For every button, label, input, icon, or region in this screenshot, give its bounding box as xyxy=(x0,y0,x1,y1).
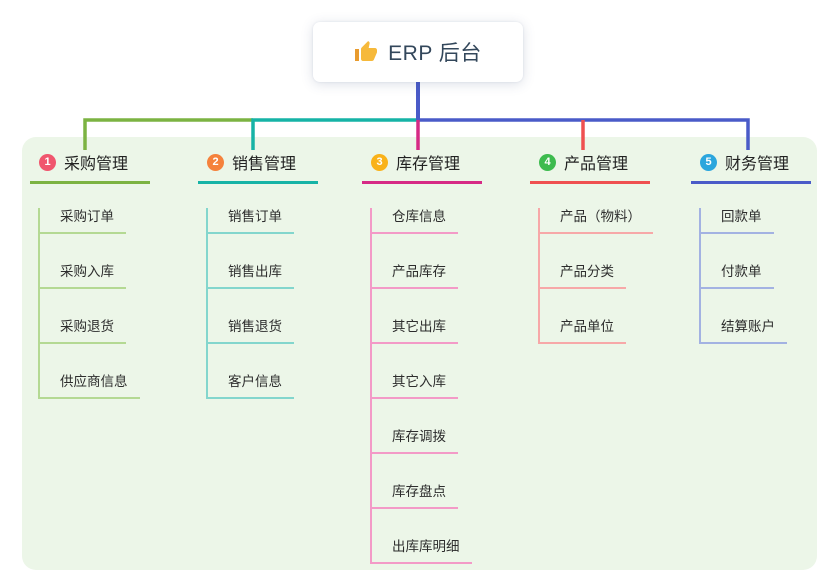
branch-number-badge: 1 xyxy=(39,153,56,171)
node-supplier-info[interactable]: 供应商信息 xyxy=(38,373,140,399)
branch-children: 销售订单 销售出库 销售退货 客户信息 xyxy=(206,208,318,399)
branch-header-product[interactable]: 4 产品管理 xyxy=(530,150,650,184)
branch-header-purchase[interactable]: 1 采购管理 xyxy=(30,150,150,184)
node-stock-detail[interactable]: 出库库明细 xyxy=(370,538,472,564)
branch-header-sales[interactable]: 2 销售管理 xyxy=(198,150,318,184)
branch-label: 库存管理 xyxy=(396,156,461,173)
node-other-outbound[interactable]: 其它出库 xyxy=(370,318,458,344)
node-receipt-voucher[interactable]: 回款单 xyxy=(699,208,774,234)
node-settlement-account[interactable]: 结算账户 xyxy=(699,318,787,344)
mindmap-canvas xyxy=(22,137,817,570)
node-purchase-order[interactable]: 采购订单 xyxy=(38,208,126,234)
node-sales-outbound[interactable]: 销售出库 xyxy=(206,263,294,289)
branch-label: 销售管理 xyxy=(232,156,297,173)
branch-sales: 2 销售管理 销售订单 销售出库 销售退货 客户信息 xyxy=(198,150,318,399)
branch-label: 财务管理 xyxy=(725,156,790,173)
root-title: ERP 后台 xyxy=(388,42,482,65)
node-sales-order[interactable]: 销售订单 xyxy=(206,208,294,234)
thumbs-up-icon xyxy=(355,41,378,61)
node-product-category[interactable]: 产品分类 xyxy=(538,263,626,289)
node-warehouse-info[interactable]: 仓库信息 xyxy=(370,208,458,234)
branch-header-inventory[interactable]: 3 库存管理 xyxy=(362,150,482,184)
node-product-unit[interactable]: 产品单位 xyxy=(538,318,626,344)
node-product-material[interactable]: 产品（物料） xyxy=(538,208,653,234)
branch-children: 采购订单 采购入库 采购退货 供应商信息 xyxy=(38,208,150,399)
branch-number-badge: 4 xyxy=(539,153,556,171)
root-node[interactable]: ERP 后台 xyxy=(313,22,523,82)
branch-label: 产品管理 xyxy=(564,156,629,173)
node-product-stock[interactable]: 产品库存 xyxy=(370,263,458,289)
branch-inventory: 3 库存管理 仓库信息 产品库存 其它出库 其它入库 库存调拨 库存盘点 出库库… xyxy=(362,150,482,564)
branch-children: 回款单 付款单 结算账户 xyxy=(699,208,811,344)
node-stock-taking[interactable]: 库存盘点 xyxy=(370,483,458,509)
branch-number-badge: 2 xyxy=(207,153,224,171)
node-purchase-return[interactable]: 采购退货 xyxy=(38,318,126,344)
branch-product: 4 产品管理 产品（物料） 产品分类 产品单位 xyxy=(530,150,653,344)
node-payment-voucher[interactable]: 付款单 xyxy=(699,263,774,289)
node-other-inbound[interactable]: 其它入库 xyxy=(370,373,458,399)
node-sales-return[interactable]: 销售退货 xyxy=(206,318,294,344)
branch-children: 仓库信息 产品库存 其它出库 其它入库 库存调拨 库存盘点 出库库明细 xyxy=(370,208,482,564)
connector-branch-sales xyxy=(251,118,418,150)
connector-branch-purchase xyxy=(83,118,253,150)
branch-number-badge: 5 xyxy=(700,153,717,171)
branch-purchase: 1 采购管理 采购订单 采购入库 采购退货 供应商信息 xyxy=(30,150,150,399)
connector-branch-finance xyxy=(418,118,750,150)
node-customer-info[interactable]: 客户信息 xyxy=(206,373,294,399)
branch-children: 产品（物料） 产品分类 产品单位 xyxy=(538,208,653,344)
branch-header-finance[interactable]: 5 财务管理 xyxy=(691,150,811,184)
node-stock-transfer[interactable]: 库存调拨 xyxy=(370,428,458,454)
node-purchase-inbound[interactable]: 采购入库 xyxy=(38,263,126,289)
branch-label: 采购管理 xyxy=(64,156,129,173)
branch-number-badge: 3 xyxy=(371,153,388,171)
branch-finance: 5 财务管理 回款单 付款单 结算账户 xyxy=(691,150,811,344)
